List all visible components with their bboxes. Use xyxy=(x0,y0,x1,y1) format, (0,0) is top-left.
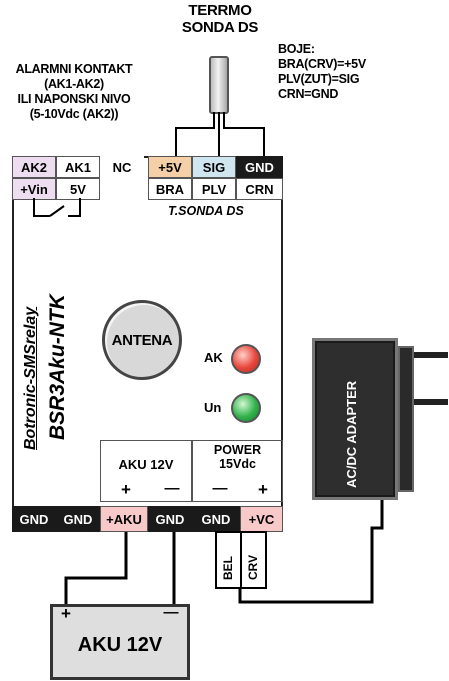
terminal-gnd-top-label: GND xyxy=(245,159,274,175)
aku-plus-sign: + xyxy=(121,480,131,499)
alarm-note-line2: (AK1-AK2) xyxy=(44,77,104,91)
terminal-gnd-bottom-4-label: GND xyxy=(201,511,231,527)
led-un-icon xyxy=(231,393,261,423)
alarm-note: ALARMNI KONTAKT (AK1-AK2) ILI NAPONSKI N… xyxy=(0,62,148,122)
terminal-ak1-label: AK1 xyxy=(64,159,91,175)
power-minus-sign: — xyxy=(212,480,228,497)
terminal-5v-label: 5V xyxy=(70,181,86,197)
terminal-nc-label: NC xyxy=(112,159,132,175)
power-plus-sign: + xyxy=(258,480,268,499)
terminal-plv: PLV xyxy=(192,178,236,200)
terminal-plus5v[interactable]: +5V xyxy=(148,156,192,178)
sensor-title-line1: TERRMO xyxy=(188,2,252,19)
battery xyxy=(50,604,190,680)
terminal-crn: CRN xyxy=(236,178,283,200)
cable-label-bel: BEL xyxy=(221,556,235,580)
terminal-ak1[interactable]: AK1 xyxy=(56,156,100,178)
terminal-plus-vc-label: +VC xyxy=(248,511,275,527)
adapter-label: AC/DC ADAPTER xyxy=(344,380,359,488)
terminal-plus-vc[interactable]: +VC xyxy=(240,506,283,532)
terminal-gnd-top[interactable]: GND xyxy=(236,156,283,178)
led-un-label: Un xyxy=(204,400,222,415)
terminal-ak2[interactable]: AK2 xyxy=(12,156,56,178)
terminal-gnd-bottom-1-label: GND xyxy=(19,511,49,527)
battery-label: AKU 12V xyxy=(77,634,163,656)
alarm-note-line4: (5-10Vdc (AK2)) xyxy=(29,107,119,121)
sensor-title: TERRMO SONDA DS xyxy=(160,2,280,36)
terminal-ak2-label: AK2 xyxy=(20,159,47,175)
ac-dc-adapter xyxy=(312,338,398,500)
adapter-prong-2 xyxy=(414,399,448,405)
terminal-gnd-bottom-3[interactable]: GND xyxy=(148,506,192,532)
probe-wires xyxy=(175,112,265,157)
terminal-bra: BRA xyxy=(148,178,192,200)
power-section-label: POWER 15Vdc xyxy=(192,443,283,471)
aku-minus-sign: — xyxy=(164,480,180,497)
terminal-sig-label: SIG xyxy=(202,159,226,175)
cable-label-crv: CRV xyxy=(246,554,260,580)
colors-note: BOJE: BRA(CRV)=+5V PLV(ZUT)=SIG CRN=GND xyxy=(278,42,408,102)
colors-note-line1: BOJE: xyxy=(278,42,315,56)
terminal-plus5v-label: +5V xyxy=(158,159,182,175)
terminal-gnd-bottom-2-label: GND xyxy=(63,511,93,527)
alarm-note-line3: ILI NAPONSKI NIVO xyxy=(17,92,131,106)
terminal-bra-label: BRA xyxy=(155,181,185,197)
terminal-plus-aku[interactable]: +AKU xyxy=(100,506,148,532)
antenna-icon: ANTENA xyxy=(102,300,182,380)
terminal-5v: 5V xyxy=(56,178,100,200)
sonda-label: T.SONDA DS xyxy=(168,204,244,218)
terminal-gnd-bottom-1[interactable]: GND xyxy=(12,506,56,532)
alarm-note-line1: ALARMNI KONTAKT xyxy=(15,62,133,76)
led-ak-label: AK xyxy=(204,350,223,365)
terminal-sig[interactable]: SIG xyxy=(192,156,236,178)
sensor-title-line2: SONDA DS xyxy=(181,19,259,36)
terminal-plus-aku-label: +AKU xyxy=(106,511,142,527)
terminal-gnd-bottom-3-label: GND xyxy=(155,511,185,527)
adapter-prong-1 xyxy=(414,352,448,358)
power-section-line2: 15Vdc xyxy=(219,457,256,471)
aku-section-label: AKU 12V xyxy=(118,457,174,472)
terminal-gnd-bottom-2[interactable]: GND xyxy=(56,506,100,532)
terminal-plv-label: PLV xyxy=(201,181,227,197)
terminal-nc[interactable]: NC xyxy=(100,156,144,178)
adapter-plug-body xyxy=(398,346,414,492)
power-section xyxy=(192,440,283,502)
antenna-label: ANTENA xyxy=(111,331,173,349)
aku-section xyxy=(100,440,192,502)
terminal-gnd-bottom-4[interactable]: GND xyxy=(192,506,240,532)
led-ak-icon xyxy=(231,344,261,374)
colors-note-line2: BRA(CRV)=+5V xyxy=(278,57,366,71)
battery-minus-sign: — xyxy=(163,604,179,621)
relay-contact-icon xyxy=(33,198,81,217)
power-section-line1: POWER xyxy=(213,443,262,457)
terminal-crn-label: CRN xyxy=(245,181,274,197)
colors-note-line4: CRN=GND xyxy=(278,87,339,101)
battery-plus-sign: + xyxy=(61,604,71,623)
terminal-vin-label: +Vin xyxy=(20,181,48,197)
colors-note-line3: PLV(ZUT)=SIG xyxy=(278,72,360,86)
